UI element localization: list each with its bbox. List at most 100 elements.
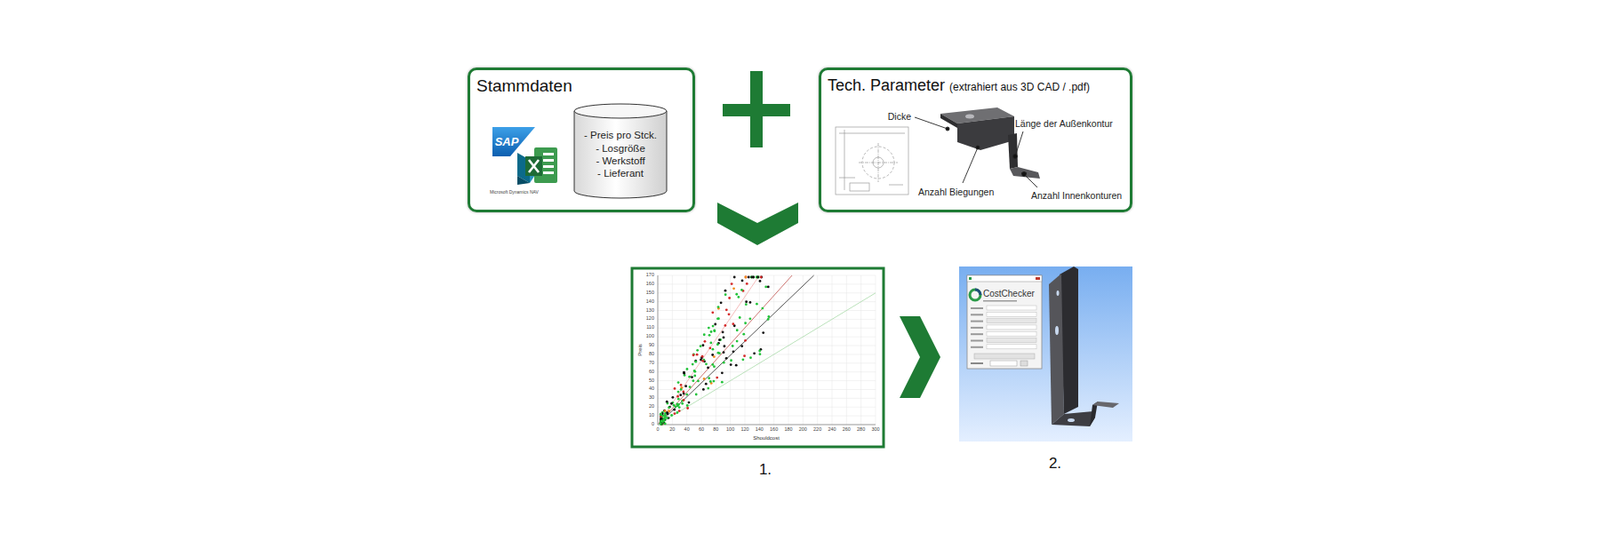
- data-point: [708, 346, 712, 350]
- data-point: [747, 276, 751, 280]
- data-point: [691, 363, 695, 367]
- data-point: [664, 423, 667, 426]
- data-point: [724, 324, 728, 328]
- axis-tick: 70: [648, 360, 655, 367]
- data-point: [712, 348, 715, 352]
- axis-tick: 110: [646, 326, 655, 332]
- logo-caption: Microsoft Dynamics NAV: [489, 190, 539, 195]
- chart-grid-part: [657, 310, 876, 312]
- data-point: [760, 307, 764, 311]
- data-point: [678, 409, 681, 413]
- data-point: [683, 374, 687, 377]
- data-point: [710, 330, 713, 334]
- chart-grid-part: [802, 275, 804, 425]
- data-point: [741, 280, 744, 283]
- data-point: [664, 416, 667, 420]
- technical-drawing-part: [839, 177, 856, 179]
- dialog-fields-part: [986, 305, 1037, 311]
- axis-tick: 300: [871, 427, 880, 433]
- parameter-label: Länge der Außenkontur: [1015, 119, 1113, 129]
- data-point: [659, 423, 663, 426]
- data-point: [662, 415, 665, 418]
- software-screenshot-part: [1020, 360, 1028, 367]
- data-point: [735, 293, 738, 296]
- scatter-chart: [632, 268, 884, 448]
- software-screenshot-part: [1051, 411, 1096, 427]
- data-point: [720, 301, 723, 304]
- cylinder-body: - Preis pro Stck.- Losgröße- Werkstoff- …: [573, 119, 668, 191]
- chart-grid-part: [846, 275, 848, 425]
- data-point: [718, 338, 721, 342]
- attribute-item: - Lieferant: [597, 167, 644, 180]
- leader-lines-part: [1024, 174, 1038, 188]
- axis-tick: 100: [726, 427, 735, 433]
- data-point: [738, 316, 742, 320]
- chart-grid-part: [657, 345, 876, 347]
- data-point: [675, 402, 679, 406]
- parameter-label: Anzahl Biegungen: [918, 187, 994, 198]
- software-screenshot-part: [975, 289, 981, 296]
- right-chevron: [899, 316, 941, 399]
- dialog-fields-part: [970, 333, 984, 336]
- data-point: [744, 339, 747, 343]
- data-point: [663, 409, 666, 413]
- data-point: [703, 333, 706, 336]
- chart-grid-part: [657, 319, 876, 320]
- data-point: [696, 349, 699, 352]
- data-point: [722, 351, 726, 354]
- data-point: [660, 423, 664, 426]
- data-point: [676, 411, 680, 415]
- data-point: [688, 385, 692, 389]
- chart-grid-part: [657, 292, 876, 294]
- software-screenshot-part: [967, 275, 1042, 282]
- data-point: [728, 296, 731, 300]
- dialog-fields-part: [986, 338, 1037, 344]
- data-point: [724, 289, 728, 293]
- parameter-label: Anzahl Innenkonturen: [1031, 191, 1122, 201]
- data-point: [694, 360, 697, 364]
- data-point: [750, 276, 753, 280]
- data-point: [676, 395, 680, 399]
- data-point: [708, 334, 712, 337]
- data-point: [696, 379, 700, 383]
- sap-logo: [492, 127, 536, 157]
- chart-grid-part: [657, 283, 876, 285]
- leader-lines-part: [1013, 154, 1018, 160]
- cylinder-top: [574, 104, 667, 119]
- data-point: [702, 344, 705, 347]
- sheet-metal-part-part: [965, 114, 975, 120]
- callout-number: 1.: [759, 462, 772, 478]
- data-point: [723, 344, 727, 348]
- software-screenshot-part: [1035, 277, 1040, 280]
- software-screenshot-part: [1092, 401, 1120, 408]
- technical-drawing-part: [888, 184, 904, 186]
- data-point: [752, 352, 756, 355]
- software-screenshot-part: [1067, 418, 1075, 423]
- parameter-label: Dicke: [888, 112, 912, 122]
- data-point: [672, 408, 676, 412]
- callout-number: 2.: [1048, 456, 1062, 472]
- plus-sign-part: [750, 71, 763, 148]
- axis-tick: 20: [669, 427, 675, 433]
- data-point: [660, 417, 664, 421]
- chart-grid-part: [701, 275, 703, 425]
- data-point: [757, 276, 760, 280]
- down-chevron: [717, 202, 799, 246]
- data-point: [659, 423, 663, 426]
- data-point: [711, 363, 714, 367]
- data-point: [764, 286, 768, 289]
- data-point: [755, 276, 759, 280]
- data-point: [744, 300, 748, 304]
- attribute-item: - Preis pro Stck.: [584, 128, 657, 142]
- data-point: [758, 350, 761, 353]
- data-point: [767, 286, 770, 289]
- data-point: [688, 401, 691, 405]
- data-point: [712, 355, 716, 359]
- chart-grid-part: [657, 416, 876, 417]
- data-point: [670, 414, 673, 417]
- data-point: [696, 353, 699, 357]
- data-point: [692, 352, 696, 356]
- data-point: [684, 384, 688, 388]
